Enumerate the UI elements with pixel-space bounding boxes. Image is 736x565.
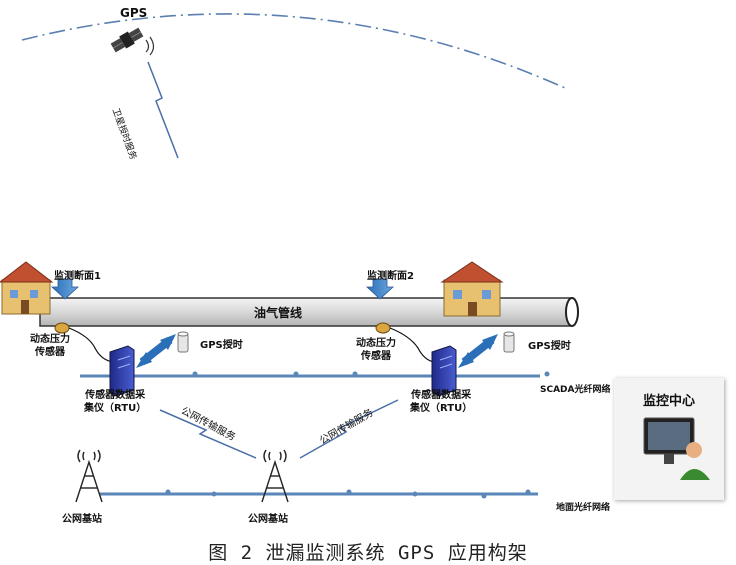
gps-double-arrow-right [458, 334, 498, 368]
house-icon-left [0, 261, 54, 315]
gps-antenna-right-icon [503, 331, 515, 353]
monitor-center-box: 监控中心 [614, 378, 724, 500]
pressure-sensor-left-icon [54, 322, 114, 363]
scada-network-label: SCADA光纤网络 [540, 385, 611, 395]
rtu-right-icon [431, 345, 457, 397]
pipeline-label: 油气管线 [254, 306, 303, 320]
base-station-left-icon [75, 449, 103, 503]
pipeline-end [565, 297, 579, 327]
house-icon-right [440, 261, 504, 317]
rtu-right-label: 传感器数据采 集仪（RTU） [410, 390, 473, 414]
sensor-right-label: 动态压力 传感器 [356, 338, 396, 362]
public-link-right [299, 399, 399, 459]
base-station-right-icon [261, 449, 289, 503]
base-station-left-label: 公网基站 [62, 514, 102, 525]
satellite-link [147, 61, 179, 159]
satellite-orbit [21, 13, 566, 89]
gps-time-right-label: GPS授时 [528, 341, 571, 352]
pressure-sensor-right-icon [375, 322, 435, 363]
monitor-operator-icon [643, 417, 710, 480]
public-link-left [159, 409, 257, 459]
base-station-right-label: 公网基站 [248, 514, 288, 525]
ground-network-label: 地面光纤网络 [556, 503, 611, 513]
section1-label: 监测断面1 [54, 271, 101, 282]
sensor-left-label: 动态压力 传感器 [30, 334, 70, 358]
section1-arrow [50, 278, 80, 300]
section2-label: 监测断面2 [367, 271, 414, 282]
rtu-left-label: 传感器数据采 集仪（RTU） [84, 390, 147, 414]
section2-arrow [365, 278, 395, 300]
gps-time-left-label: GPS授时 [200, 340, 243, 351]
gps-antenna-left-icon [177, 331, 189, 353]
gps-double-arrow-left [136, 334, 176, 368]
monitor-center-title: 监控中心 [642, 394, 695, 409]
figure-caption: 图 2 泄漏监测系统 GPS 应用构架 [208, 542, 528, 564]
satellite-icon [110, 27, 144, 53]
rtu-left-icon [109, 345, 135, 397]
gps-satellite-label: GPS [120, 6, 148, 20]
signal-waves-icon [145, 36, 155, 56]
